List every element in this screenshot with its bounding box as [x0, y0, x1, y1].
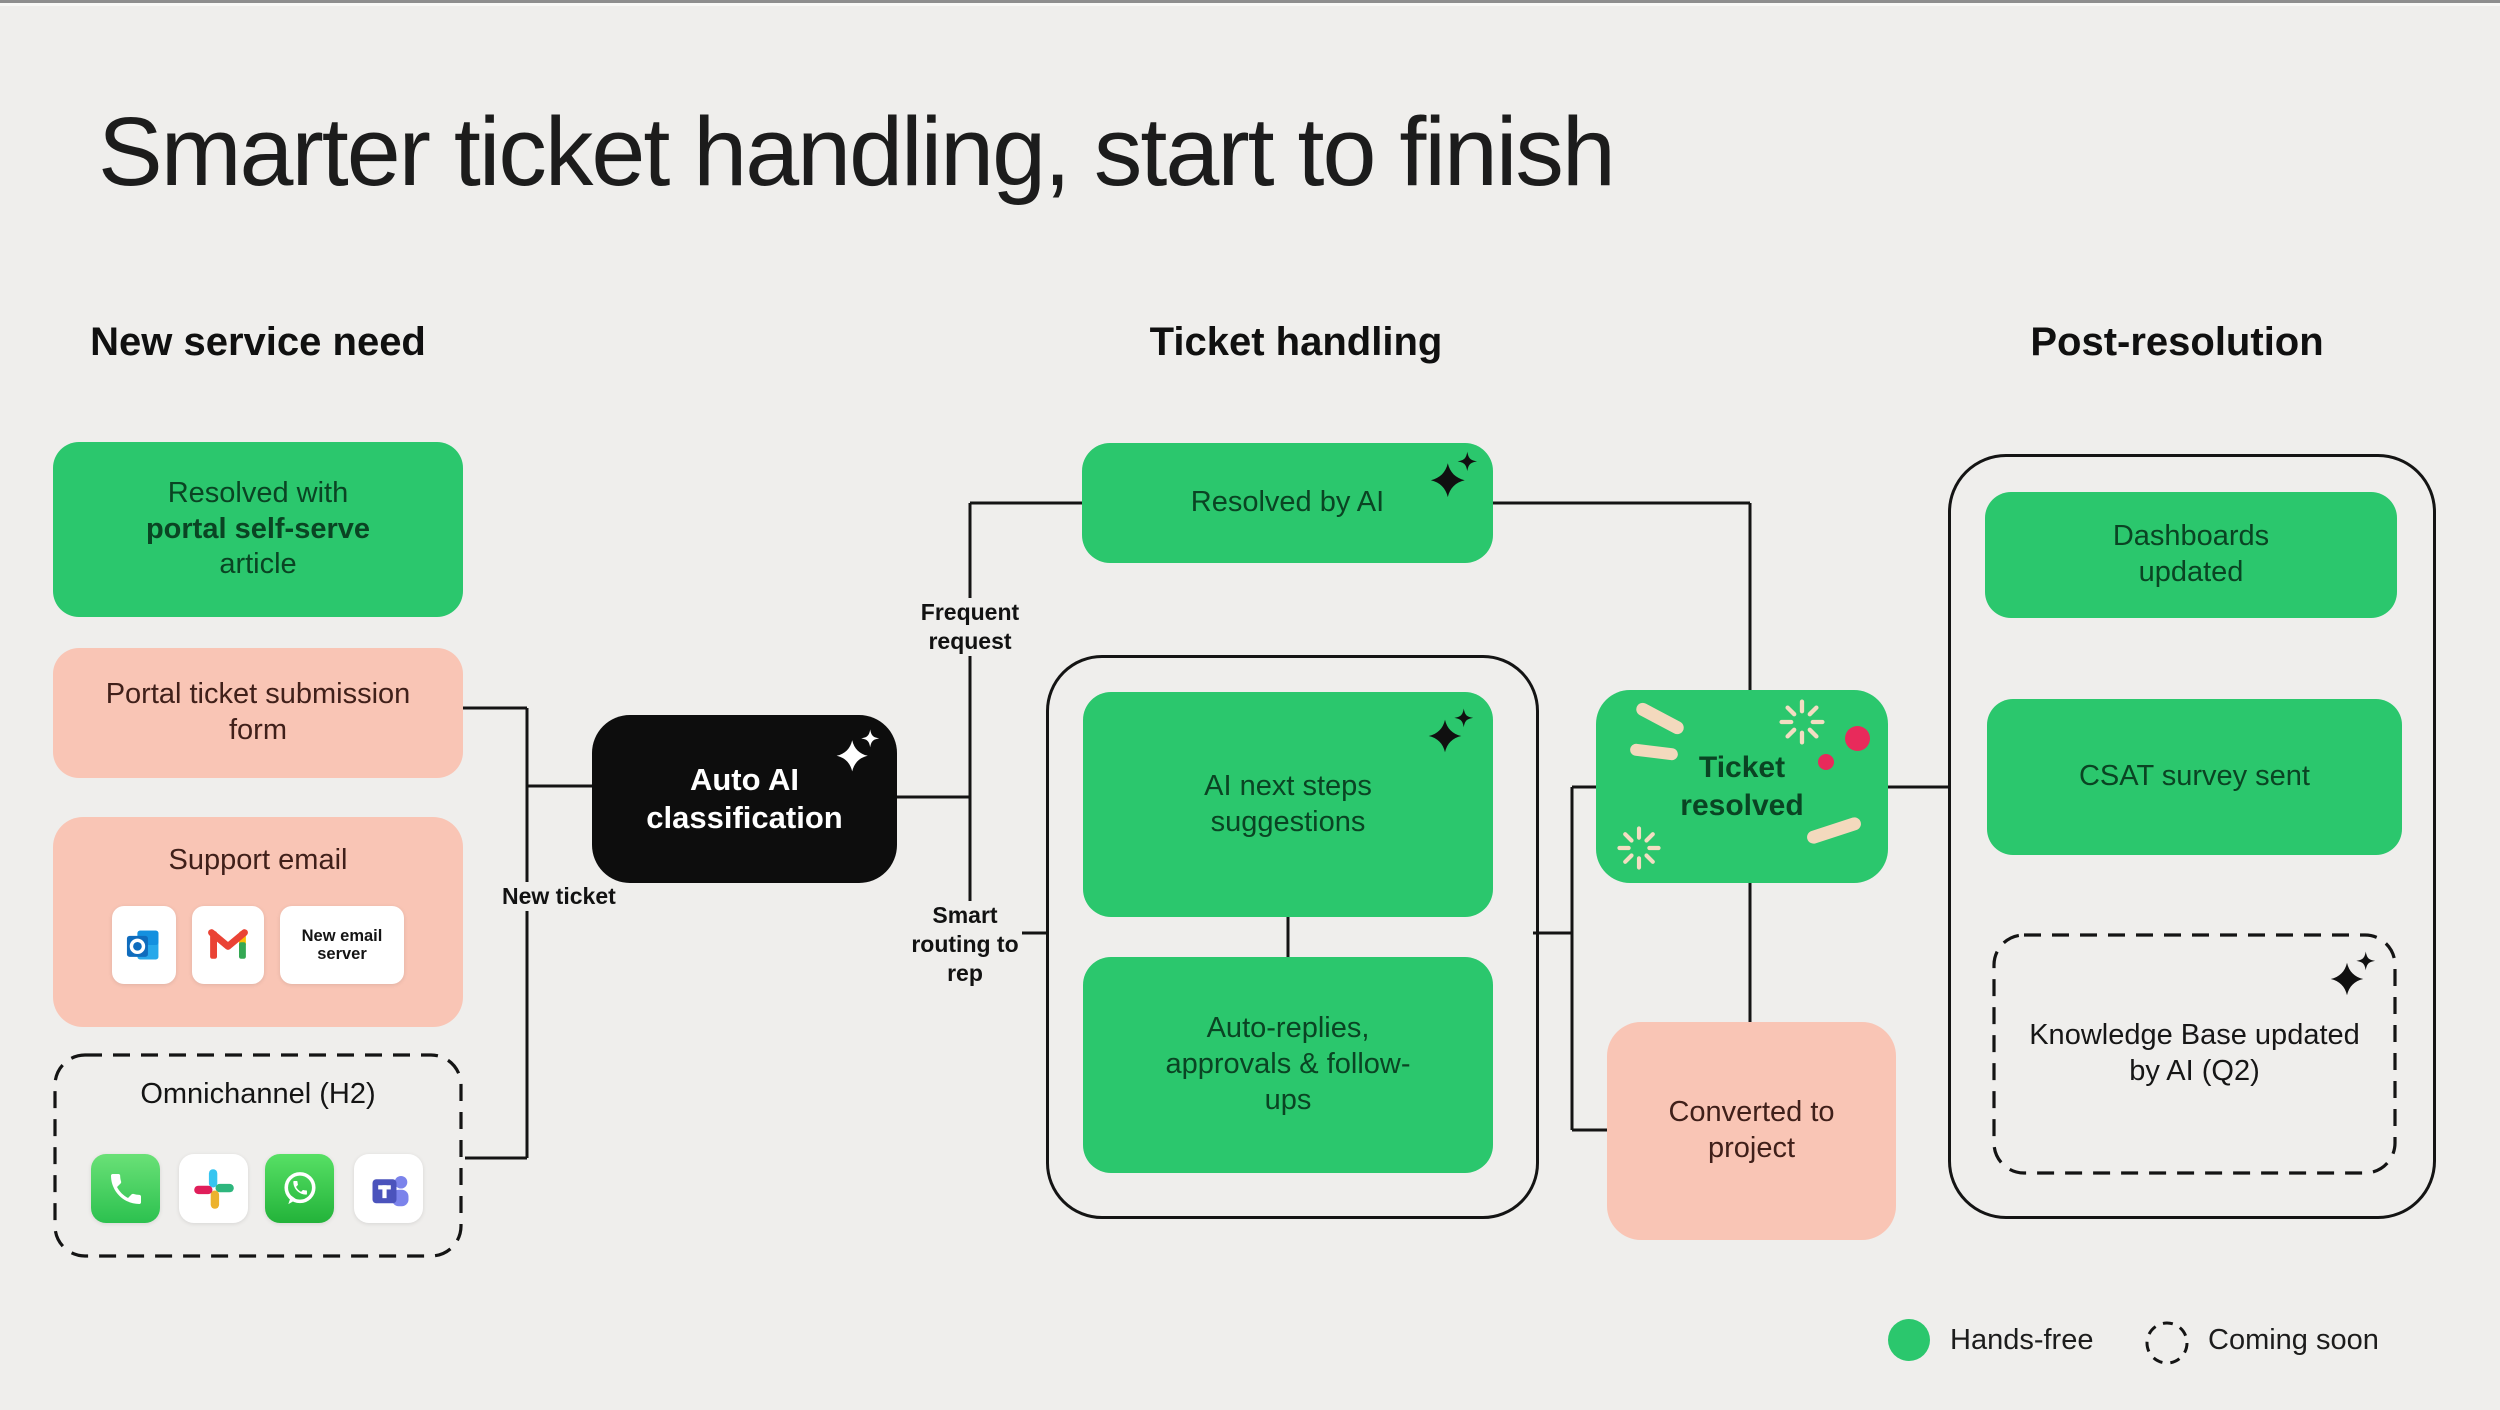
sparkle-icon: [1427, 449, 1479, 501]
edge-label-new-ticket: New ticket: [498, 882, 620, 911]
confetti-dot: [1845, 726, 1870, 751]
node-resolved-by-ai: Resolved by AI: [1082, 443, 1493, 563]
teams-icon: [372, 1175, 408, 1206]
gmail-card: [192, 906, 264, 984]
whatsapp-channel-card: [265, 1154, 334, 1223]
legend-coming-soon-dot: [2145, 1321, 2189, 1365]
node-text: Ticket resolved: [1680, 751, 1804, 822]
ticket-handling-group: [1046, 655, 1539, 1219]
dashed-border: [1992, 933, 2397, 1175]
node-text: Auto-replies, approvals & follow-ups: [1165, 1012, 1411, 1116]
phone-channel-card: [91, 1154, 160, 1223]
confetti-stick: [1629, 743, 1679, 761]
slack-icon: [193, 1168, 234, 1209]
outlook-icon: [126, 930, 159, 960]
legend-hands-free-label: Hands-free: [1950, 1324, 2094, 1356]
edge-label-frequent-request: Frequent request: [898, 598, 1042, 656]
column-header-new-service-need: New service need: [90, 320, 426, 364]
node-text: Support email: [168, 844, 348, 876]
slack-channel-card: [179, 1154, 248, 1223]
top-border-line: [0, 0, 2500, 6]
column-header-post-resolution: Post-resolution: [2030, 320, 2324, 364]
teams-channel-card: [354, 1154, 423, 1223]
node-csat-survey-sent: CSAT survey sent: [1987, 699, 2402, 855]
new-email-server-card: New email server: [280, 906, 404, 984]
node-dashboards-updated: Dashboards updated: [1985, 492, 2397, 618]
outlook-card: [112, 906, 176, 984]
node-portal-ticket-submission-form: Portal ticket submission form: [53, 648, 463, 778]
sparkle-icon: [1425, 706, 1475, 756]
edge-label-smart-routing-to-rep: Smart routing to rep: [908, 901, 1022, 988]
node-text-line-bold: portal self-serve: [145, 512, 371, 545]
node-ticket-resolved: Ticket resolved: [1596, 690, 1888, 883]
node-auto-ai-classification: Auto AI classification: [592, 715, 897, 883]
node-text: Resolved by AI: [1190, 486, 1385, 519]
sparkle-icon: [2327, 949, 2377, 999]
node-support-email: Support email New email server: [53, 817, 463, 1027]
confetti-stick: [1633, 700, 1687, 737]
node-text: Auto AI classification: [646, 761, 843, 835]
post-resolution-group: [1948, 454, 2436, 1219]
starburst-icon: [1778, 698, 1826, 746]
legend-hands-free-dot: [1888, 1319, 1930, 1361]
page-title: Smarter ticket handling, start to finish: [98, 97, 1616, 206]
column-header-ticket-handling: Ticket handling: [1149, 320, 1443, 364]
new-email-server-label: New email server: [301, 926, 383, 963]
node-text: Portal ticket submission form: [105, 678, 411, 746]
legend-coming-soon-label: Coming soon: [2208, 1324, 2379, 1356]
node-text: Omnichannel (H2): [140, 1078, 376, 1110]
node-omnichannel: Omnichannel (H2): [53, 1053, 463, 1258]
starburst-icon: [1616, 825, 1662, 871]
node-text-line: article: [219, 548, 297, 581]
node-text: AI next steps suggestions: [1204, 769, 1372, 838]
phone-icon: [106, 1169, 146, 1209]
gmail-icon: [208, 929, 248, 959]
sparkle-icon: [833, 727, 881, 775]
confetti-dot: [1818, 754, 1834, 770]
node-ai-next-steps-suggestions: AI next steps suggestions: [1083, 692, 1493, 917]
node-auto-replies-approvals-follow-ups: Auto-replies, approvals & follow-ups: [1083, 957, 1493, 1173]
node-text: Dashboards updated: [2112, 520, 2270, 588]
node-knowledge-base-updated: Knowledge Base updated by AI (Q2): [1992, 933, 2397, 1175]
node-converted-to-project: Converted to project: [1607, 1022, 1896, 1240]
whatsapp-icon: [283, 1171, 316, 1204]
node-text-line: Resolved with: [167, 476, 349, 509]
node-text: Knowledge Base updated by AI (Q2): [2029, 1019, 2360, 1087]
node-resolved-with-portal-article: Resolved with portal self-serve article: [53, 442, 463, 617]
node-text: CSAT survey sent: [2078, 760, 2310, 793]
dashed-border: [53, 1053, 463, 1258]
node-text: Converted to project: [1668, 1096, 1835, 1164]
